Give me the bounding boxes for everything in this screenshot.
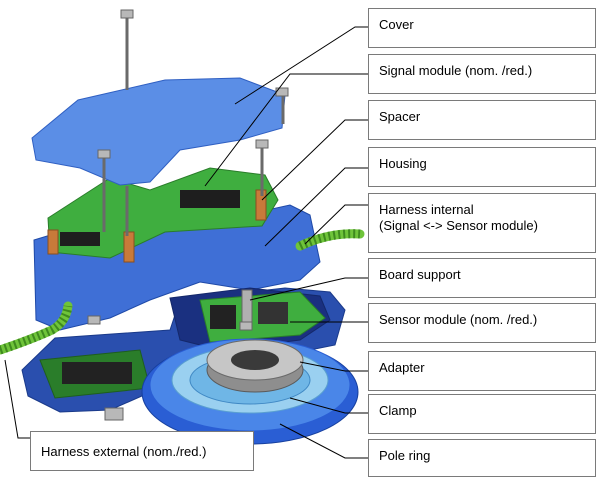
- label-harness-internal-line2: (Signal <-> Sensor module): [379, 218, 538, 233]
- label-board-support-text: Board support: [379, 267, 461, 282]
- label-harness-external: Harness external (nom./red.): [30, 431, 254, 471]
- label-housing: Housing: [368, 147, 596, 187]
- label-pole-ring: Pole ring: [368, 439, 596, 477]
- adapter-bore: [231, 350, 279, 370]
- label-board-support: Board support: [368, 258, 596, 298]
- label-cover: Cover: [368, 8, 596, 48]
- leader-clamp: [289, 397, 368, 414]
- label-adapter-text: Adapter: [379, 360, 425, 375]
- leader-signal-module: [204, 73, 368, 187]
- board-support-post: [241, 289, 253, 323]
- leader-adapter: [299, 361, 368, 372]
- label-signal-module-text: Signal module (nom. /red.): [379, 63, 533, 78]
- leader-lines: [4, 26, 368, 459]
- leader-harness-internal: [304, 204, 368, 245]
- screws: [102, 14, 285, 236]
- sensor-chip-1: [210, 305, 236, 329]
- signal-chip-2: [60, 232, 100, 246]
- leader-housing: [264, 167, 368, 247]
- screw-heads: [87, 9, 289, 421]
- leader-cover: [234, 26, 368, 105]
- label-signal-module: Signal module (nom. /red.): [368, 54, 596, 94]
- harness-external-ribs: [0, 305, 73, 355]
- label-sensor-module: Sensor module (nom. /red.): [368, 303, 596, 343]
- label-housing-text: Housing: [379, 156, 427, 171]
- lower-chip: [62, 362, 132, 384]
- label-cover-text: Cover: [379, 17, 414, 32]
- label-sensor-module-text: Sensor module (nom. /red.): [379, 312, 538, 327]
- label-adapter: Adapter: [368, 351, 596, 391]
- leader-spacer: [261, 119, 368, 201]
- label-harness-internal-line1: Harness internal: [379, 202, 474, 217]
- spacer-2: [123, 231, 135, 263]
- label-spacer-text: Spacer: [379, 109, 421, 124]
- label-pole-ring-text: Pole ring: [379, 448, 431, 463]
- label-clamp: Clamp: [368, 394, 596, 434]
- spacer-1: [47, 229, 59, 255]
- leader-pole-ring: [279, 423, 368, 459]
- label-harness-external-text: Harness external (nom./red.): [41, 444, 207, 459]
- cover-plate: [31, 77, 286, 186]
- signal-chip-1: [180, 190, 240, 208]
- label-spacer: Spacer: [368, 100, 596, 140]
- sensor-chip-2: [258, 302, 288, 324]
- label-harness-internal: Harness internal (Signal <-> Sensor modu…: [368, 193, 596, 253]
- label-clamp-text: Clamp: [379, 403, 417, 418]
- leader-board-support: [249, 277, 368, 301]
- leader-harness-external: [4, 359, 30, 439]
